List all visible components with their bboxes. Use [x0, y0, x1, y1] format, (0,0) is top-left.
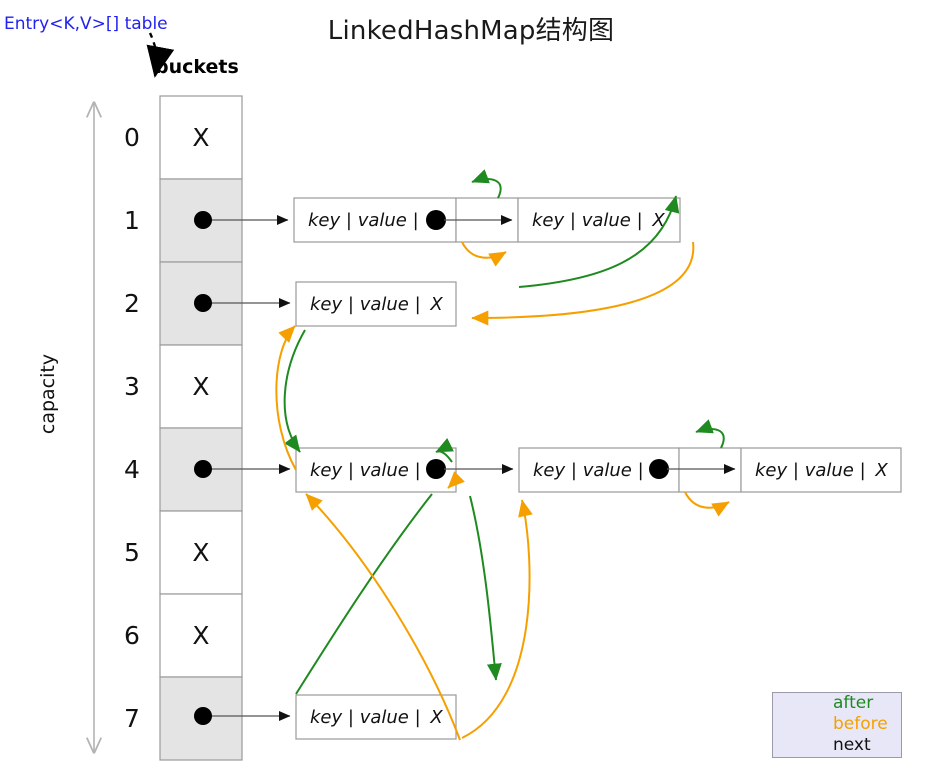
- bucket-cell-6-mark: X: [192, 621, 210, 650]
- node-n7a-key: key: [310, 707, 343, 728]
- bucket-index-1: 1: [124, 206, 140, 235]
- node-n4b-sep2: |: [637, 460, 644, 481]
- after-links: [283, 169, 725, 695]
- node-n2a-sep1: |: [347, 294, 354, 315]
- node-n1a-sep2: |: [412, 210, 419, 231]
- node-n1a-key: key: [308, 210, 341, 231]
- table-pointer-dashed: [146, 32, 175, 78]
- node-n1a-value: value: [357, 210, 407, 231]
- node-n4c-key: key: [755, 460, 788, 481]
- node-n4b-sep1: |: [570, 460, 577, 481]
- node-n2a-text: key | value | X: [310, 294, 443, 315]
- capacity-label: capacity: [37, 353, 59, 435]
- node-n4b-text: key | value |: [533, 460, 644, 481]
- node-n4a-value: value: [359, 460, 409, 481]
- bucket-index-6: 6: [124, 621, 140, 650]
- bucket-index-0: 0: [124, 123, 140, 152]
- node-n2a-value: value: [359, 294, 409, 315]
- node-n2a-sep2: |: [414, 294, 421, 315]
- node-n4a-sep2: |: [414, 460, 421, 481]
- bucket-index-7: 7: [124, 704, 140, 733]
- node-n1b-next: X: [652, 210, 665, 231]
- buckets-label: buckets: [155, 56, 239, 78]
- bucket-index-3: 3: [124, 372, 140, 401]
- node-n2a-next: X: [430, 294, 443, 315]
- node-n7a-sep2: |: [414, 707, 421, 728]
- node-n1b-value: value: [581, 210, 631, 231]
- legend-label-after: after: [833, 693, 874, 713]
- legend-label-before: before: [833, 714, 888, 734]
- node-n7a-sep1: |: [347, 707, 354, 728]
- bucket-array: [159, 95, 243, 761]
- node-n7a-value: value: [359, 707, 409, 728]
- page-title: LinkedHashMap结构图: [327, 16, 615, 46]
- node-next-links: [426, 210, 736, 479]
- before-links: [275, 241, 730, 741]
- bucket-next-links: [194, 211, 291, 725]
- entry-table-label: Entry<K,V>[] table: [4, 14, 168, 34]
- node-n4c-sep1: |: [792, 460, 799, 481]
- node-n7a-next: X: [430, 707, 443, 728]
- node-n4a-sep1: |: [347, 460, 354, 481]
- node-n4c-next: X: [875, 460, 888, 481]
- bucket-cell-3-mark: X: [192, 372, 210, 401]
- node-n4b-value: value: [582, 460, 632, 481]
- bucket-index-5: 5: [124, 538, 140, 567]
- node-n4a-key: key: [310, 460, 343, 481]
- node-n1b-key: key: [532, 210, 565, 231]
- node-n1b-sep2: |: [636, 210, 643, 231]
- node-n7a-text: key | value | X: [310, 707, 443, 728]
- node-n4c-value: value: [804, 460, 854, 481]
- node-n1a-text: key | value |: [308, 210, 419, 231]
- node-n2a-key: key: [310, 294, 343, 315]
- node-n4a-text: key | value |: [310, 460, 421, 481]
- node-n1b-text: key | value | X: [532, 210, 665, 231]
- bucket-cell-5-mark: X: [192, 538, 210, 567]
- legend-label-next: next: [833, 735, 871, 755]
- node-n4b-key: key: [533, 460, 566, 481]
- node-n1a-sep1: |: [345, 210, 352, 231]
- node-n1b-sep1: |: [569, 210, 576, 231]
- bucket-index-4: 4: [124, 455, 140, 484]
- entry-node-boxes: [293, 197, 902, 740]
- legend-box: after before next: [772, 692, 902, 758]
- node-n4c-text: key | value | X: [755, 460, 888, 481]
- bucket-cell-0-mark: X: [192, 123, 210, 152]
- bucket-index-2: 2: [124, 289, 140, 318]
- node-n4c-sep2: |: [859, 460, 866, 481]
